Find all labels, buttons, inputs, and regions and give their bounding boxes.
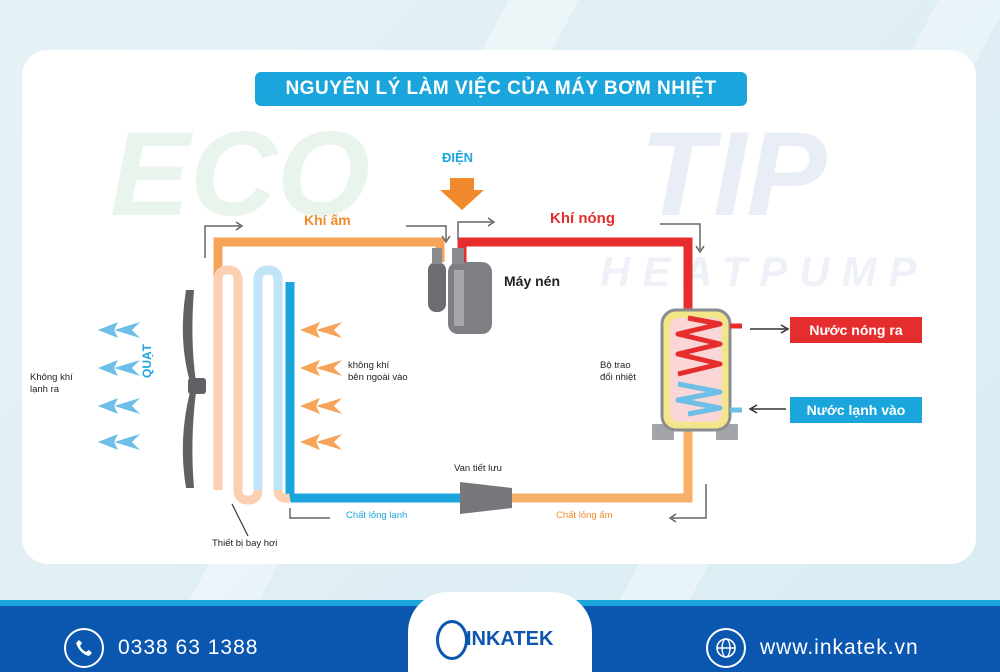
brand-name: INKATEK [466,628,554,650]
watermark-eco: ECO [110,107,370,241]
watermark-tip: TIP [640,107,828,241]
outside-air-arrows [300,322,342,450]
flow-arrow [289,508,330,519]
hot-water-out-tag: Nước nóng ra [790,317,922,343]
cold-liquid-pipe [285,282,462,503]
warm-liquid-pipe [510,428,693,503]
diagram-title: NGUYÊN LÝ LÀM VIỆC CỦA MÁY BƠM NHIỆT [255,72,747,106]
label-fan: QUẠT [140,344,154,378]
flow-arrow [204,225,240,258]
label-heat-exchanger-line1: Bộ trao [600,360,631,371]
flow-arrow [672,484,707,519]
label-expansion-valve: Van tiết lưu [454,463,502,474]
expansion-valve-icon [460,482,512,514]
label-warm-liquid: Chất lỏng ấm [556,510,613,521]
label-outside-air-line2: bên ngoài vào [348,372,408,383]
label-cold-air-out: Không khí lạnh ra [30,372,73,396]
label-evaporator: Thiết bị bay hơi [212,538,278,549]
compressor-icon [428,248,492,334]
label-heat-exchanger-line2: đổi nhiệt [600,372,636,383]
cold-water-in-tag: Nước lạnh vào [790,397,922,423]
cold-air-arrows [98,322,140,450]
flow-arrow [406,225,447,240]
brand-logo-icon [436,620,468,660]
label-cold-liquid: Chất lỏng lạnh [346,510,408,521]
evaporator-pointer [231,503,249,537]
diagram-card [22,50,976,564]
phone-icon [64,628,104,668]
label-compressor: Máy nén [504,273,561,289]
heat-exchanger-tank-icon [652,308,742,440]
label-heat-exchanger: Bộ trao đổi nhiệt [600,360,636,384]
heat-pump-diagram: ECO TIP HEATPUMP [98,107,929,537]
power-arrow-icon [440,178,484,210]
flow-arrow [457,221,492,240]
globe-icon [706,628,746,668]
label-hot-gas: Khí nóng [550,210,615,227]
watermark-heatpump: HEATPUMP [600,248,929,295]
label-outside-air-line1: không khí [348,360,390,371]
label-outside-air: không khí bên ngoài vào [348,360,408,384]
label-warm-gas: Khí ấm [304,212,351,228]
label-cold-air-line1: Không khí [30,372,73,383]
label-cold-air-line2: lạnh ra [30,384,60,395]
label-electricity: ĐIỆN [442,150,474,165]
evaporator-coil-cold [253,265,283,490]
phone-number[interactable]: 0338 63 1388 [118,636,259,659]
fan-icon [182,290,206,488]
flow-arrow [660,223,701,250]
website-link[interactable]: www.inkatek.vn [760,636,919,659]
